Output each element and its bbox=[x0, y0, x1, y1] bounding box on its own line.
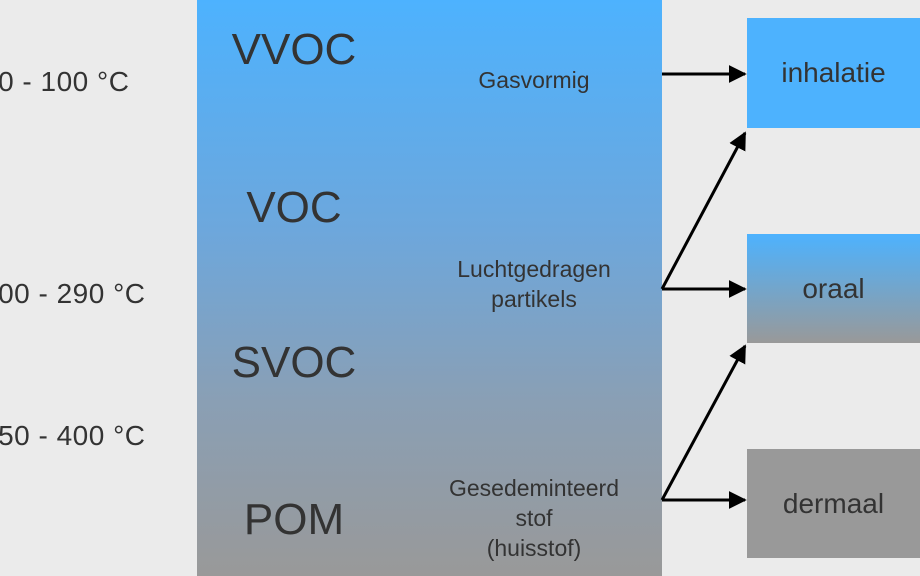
temperature-label-2: 100 - 290 °C bbox=[0, 278, 146, 309]
route-label-dermal: dermaal bbox=[782, 487, 885, 519]
class-label-svoc: SVOC bbox=[231, 338, 357, 387]
arrow-dust-to-oral bbox=[660, 344, 747, 501]
route-box-oral: oraal bbox=[747, 234, 920, 343]
phase-label-gas: Gasvormig bbox=[419, 65, 649, 95]
phase-label-dust: Gesedeminteerd stof (huisstof) bbox=[419, 473, 649, 563]
temperature-label-1: 50 - 100 °C bbox=[0, 66, 130, 97]
phase-particles-line-1: Luchtgedragen bbox=[457, 256, 611, 282]
phase-label-particles: Luchtgedragen partikels bbox=[419, 254, 649, 314]
phase-dust-line-1: Gesedeminteerd bbox=[448, 475, 620, 501]
class-label-voc: VOC bbox=[246, 183, 342, 232]
phase-particles-line-2: partikels bbox=[491, 286, 577, 312]
temperature-label-3: 250 - 400 °C bbox=[0, 420, 146, 451]
arrow-particles-to-inhalation bbox=[660, 131, 747, 290]
route-label-oral: oraal bbox=[802, 272, 865, 304]
phase-gas-line-1: Gasvormig bbox=[478, 67, 590, 93]
route-box-dermal: dermaal bbox=[747, 449, 920, 558]
phase-dust-line-2: stof bbox=[515, 505, 553, 531]
route-label-inhalation: inhalatie bbox=[781, 57, 886, 88]
route-box-inhalation: inhalatie bbox=[747, 18, 920, 128]
class-label-vvoc: VVOC bbox=[231, 25, 357, 74]
phase-dust-line-3: (huisstof) bbox=[486, 535, 582, 561]
class-label-pom: POM bbox=[243, 495, 345, 544]
compound-classes-box: VVOC VOC SVOC POM Gasvormig Luchtgedrage… bbox=[197, 0, 662, 576]
